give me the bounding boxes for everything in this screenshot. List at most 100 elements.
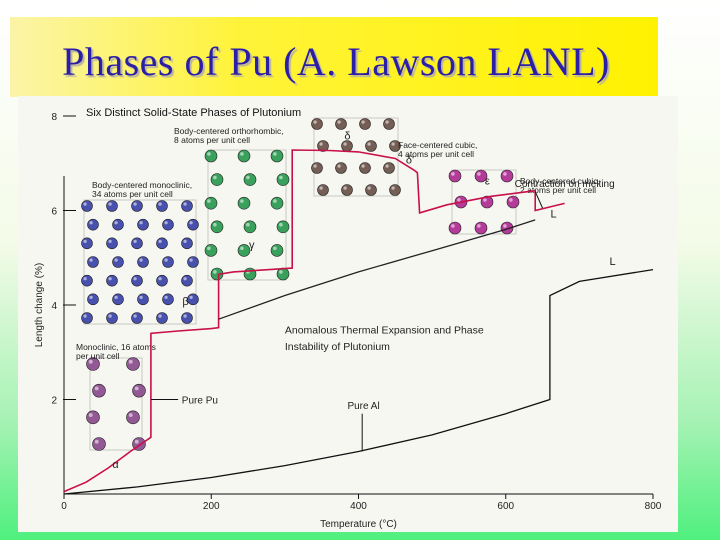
unit-cell-caption: Body-centered cubic, (520, 176, 600, 186)
atom-highlight (273, 152, 277, 156)
contraction-leader (534, 191, 544, 209)
atom-highlight (213, 175, 217, 180)
atom-sphere (365, 184, 377, 196)
atom-highlight (183, 314, 187, 318)
atom-sphere (106, 237, 118, 250)
atom-sphere (132, 383, 146, 398)
atom-sphere (204, 149, 218, 163)
atom-sphere (87, 293, 99, 306)
atom-highlight (128, 413, 133, 418)
atom-highlight (240, 199, 244, 203)
pure-al-label: Pure Al (347, 401, 379, 412)
atom-highlight (89, 295, 93, 300)
atom-sphere (92, 437, 106, 451)
unit-cell-caption: Body-centered orthorhombic, (174, 126, 284, 136)
atom-sphere (365, 140, 377, 152)
unit-cell-caption: Body-centered monoclinic, (92, 180, 192, 190)
chart-panel: Six Distinct Solid-State Phases of Pluto… (18, 96, 678, 532)
atom-highlight (319, 142, 323, 146)
atom-highlight (361, 120, 365, 124)
phase-label: δ (344, 131, 350, 143)
unit-cell-frame (207, 149, 287, 281)
atom-sphere (389, 184, 401, 196)
atom-sphere (87, 256, 99, 268)
atom-sphere (156, 237, 168, 250)
x-tick-label: 600 (497, 501, 514, 512)
y-axis-label: Length change (%) (34, 263, 45, 348)
unit-cell-frame (313, 117, 399, 197)
atom-highlight (108, 202, 112, 206)
pure-pu-label: Pure Pu (182, 396, 218, 407)
atom-highlight (207, 246, 211, 251)
atom-highlight (385, 164, 389, 168)
atom-sphere (276, 220, 290, 234)
atom-sphere (131, 200, 143, 212)
atom-sphere (112, 293, 124, 306)
atom-highlight (391, 186, 395, 190)
atom-highlight (477, 172, 481, 176)
phase-label: L (551, 209, 557, 221)
atom-highlight (367, 186, 371, 190)
unit-cell-caption: 34 atoms per unit cell (92, 189, 173, 199)
atom-sphere (276, 173, 290, 186)
atom-sphere (162, 256, 174, 268)
atom-sphere (204, 244, 218, 257)
atom-sphere (270, 244, 284, 257)
atom-highlight (367, 142, 371, 146)
y-tick-label: 6 (51, 207, 57, 218)
atom-highlight (246, 175, 250, 180)
atom-highlight (207, 152, 211, 156)
phase-label: γ (249, 239, 255, 251)
x-tick-label: 400 (350, 501, 367, 512)
atom-highlight (503, 172, 507, 176)
atom-highlight (83, 314, 87, 318)
atom-highlight (343, 142, 347, 146)
atom-sphere (181, 312, 193, 324)
atom-sphere (81, 237, 93, 250)
atom-sphere (86, 410, 100, 425)
atom-highlight (158, 314, 162, 318)
atom-sphere (237, 196, 251, 210)
atom-sphere (317, 184, 329, 196)
atom-sphere (81, 200, 93, 212)
slide-title: Phases of Pu (A. Lawson LANL) (62, 39, 610, 84)
atom-sphere (156, 274, 168, 287)
atom-sphere (311, 118, 323, 130)
atom-sphere (204, 196, 218, 210)
atom-highlight (133, 239, 137, 244)
atom-highlight (240, 246, 244, 251)
atom-highlight (139, 221, 143, 225)
atom-highlight (114, 295, 118, 300)
atom-sphere (131, 237, 143, 250)
atom-sphere (162, 293, 174, 306)
atom-sphere (187, 256, 199, 268)
atom-highlight (134, 439, 139, 444)
atom-sphere (112, 218, 124, 231)
atom-highlight (189, 221, 193, 225)
atom-highlight (133, 202, 137, 206)
atom-highlight (108, 314, 112, 318)
phase-label: α (112, 459, 119, 471)
atom-sphere (341, 184, 353, 196)
atom-sphere (87, 218, 99, 231)
atom-sphere (474, 221, 488, 235)
atom-highlight (139, 258, 143, 262)
atom-sphere (181, 274, 193, 287)
atom-highlight (337, 120, 341, 124)
atom-highlight (164, 221, 168, 225)
x-tick-label: 800 (645, 501, 662, 512)
atom-sphere (106, 274, 118, 287)
atom-highlight (246, 222, 250, 227)
atom-highlight (477, 224, 481, 228)
unit-cell-caption: Face-centered cubic, (398, 140, 477, 150)
atom-highlight (139, 295, 143, 300)
atom-sphere (210, 173, 224, 186)
phase-label: δ' (406, 154, 414, 166)
atom-sphere (270, 149, 284, 163)
atom-sphere (126, 410, 140, 425)
atom-highlight (313, 120, 317, 124)
atom-sphere (335, 162, 347, 174)
atom-sphere (383, 162, 395, 174)
atom-sphere (243, 173, 257, 186)
atom-sphere (187, 218, 199, 231)
